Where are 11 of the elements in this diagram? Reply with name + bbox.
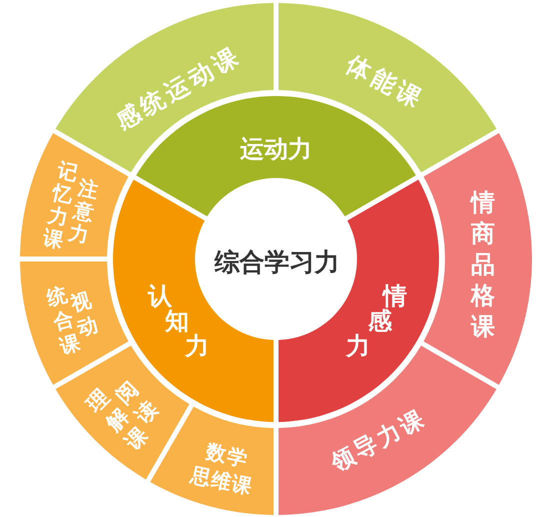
segment-label: 情商品格课: [470, 188, 496, 342]
segment-label: 运动力: [240, 136, 312, 164]
segment-label: 认知力: [148, 284, 210, 359]
center-label: 综合学习力: [214, 248, 340, 278]
segment-label: 领导力课: [326, 404, 432, 478]
segment-label: 视动统合课: [43, 280, 102, 360]
segment-label: 阅读理解课: [81, 376, 164, 457]
segment-label: 体能课: [341, 51, 429, 115]
segment-label: 数学思维课: [188, 438, 256, 500]
segment-label: 情感力: [346, 284, 408, 359]
segment-label: 感统运动课: [111, 42, 247, 136]
